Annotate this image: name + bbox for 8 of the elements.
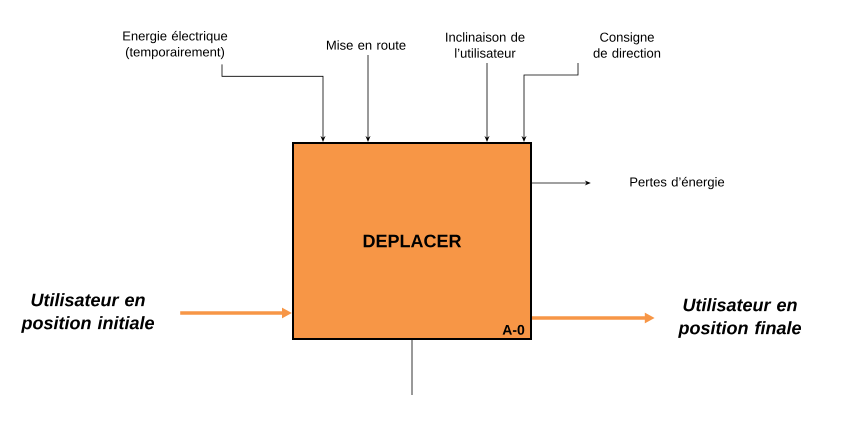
input-label: Utilisateur en position initiale — [21, 293, 154, 333]
output-label: Pertes d’énergie — [630, 176, 724, 190]
function-box: DEPLACER A-0 — [292, 142, 532, 340]
input-label: Energie électrique (temporairement) — [123, 30, 228, 60]
input-label: Mise en route — [326, 40, 406, 50]
output-label: Utilisateur en position finale — [678, 298, 802, 338]
input-label: Consigne de direction — [594, 32, 660, 58]
input-label: Inclinaison de l’utilisateur — [446, 32, 524, 58]
